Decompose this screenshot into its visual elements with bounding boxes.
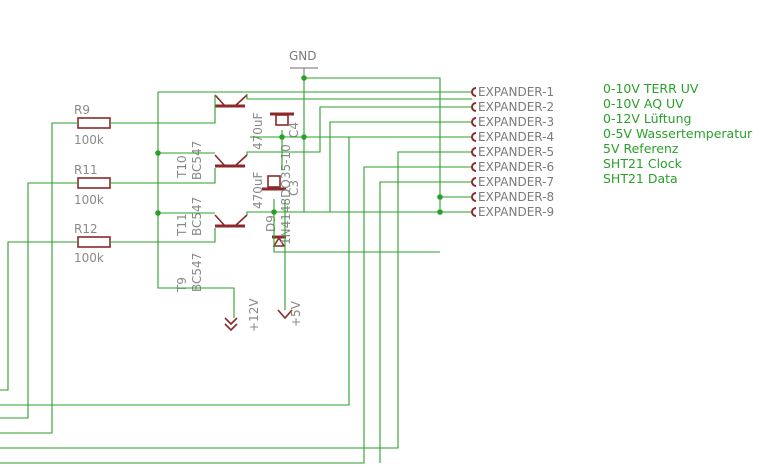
note-2: 0-10V AQ UV: [603, 96, 684, 111]
note-1: 0-10V TERR UV: [603, 81, 699, 96]
resistor-r11: [77, 177, 111, 189]
pin-label-2: EXPANDER-2: [478, 100, 554, 114]
pin-label-4: EXPANDER-4: [478, 130, 554, 144]
connector-pin-1: [471, 87, 477, 97]
supply-5v-symbol: [277, 309, 293, 320]
pin-label-8: EXPANDER-8: [478, 190, 554, 204]
r11-ref: R11: [74, 163, 98, 177]
t11-value: BC547: [190, 197, 204, 236]
resistor-r12: [77, 236, 111, 248]
r11-value: 100k: [74, 193, 104, 207]
d9-value: 1N4148DO35-10: [279, 144, 293, 245]
t10-ref: T10: [175, 155, 189, 179]
transistor-t10-body: [214, 154, 248, 168]
r12-value: 100k: [74, 251, 104, 265]
connector-pin-9: [471, 207, 477, 217]
connector-expander: [471, 87, 477, 217]
connector-pin-5: [471, 147, 477, 157]
supply-12v-symbol: [224, 317, 238, 332]
wires: [0, 77, 472, 464]
connector-pin-7: [471, 177, 477, 187]
d9-ref: D9: [264, 215, 278, 232]
capacitor-c3: [262, 175, 286, 191]
pin-label-9: EXPANDER-9: [478, 205, 554, 219]
connector-pin-8: [471, 192, 477, 202]
r9-ref: R9: [74, 103, 90, 117]
pin-label-3: EXPANDER-3: [478, 115, 554, 129]
t9-value: BC547: [190, 253, 204, 292]
junctions: [155, 75, 443, 216]
note-4: 0-5V Wassertemperatur: [603, 126, 753, 141]
pin-label-1: EXPANDER-1: [478, 85, 554, 99]
c4-value: 470uF: [251, 112, 265, 150]
t9-ref: T9: [175, 277, 189, 293]
ground-label: GND: [289, 49, 317, 63]
pin-label-7: EXPANDER-7: [478, 175, 554, 189]
supply-12v-label: +12V: [247, 298, 261, 332]
pin-label-6: EXPANDER-6: [478, 160, 554, 174]
transistor-t11-body: [214, 214, 248, 228]
transistor-t9-body: [214, 94, 248, 108]
supply-5v-label: +5V: [289, 300, 303, 327]
note-7: SHT21 Data: [603, 171, 678, 186]
r12-ref: R12: [74, 222, 98, 236]
pin-label-5: EXPANDER-5: [478, 145, 554, 159]
connector-pin-4: [471, 132, 477, 142]
connector-pin-2: [471, 102, 477, 112]
c3-value: 470uF: [251, 171, 265, 209]
c3-ref: C3: [287, 180, 301, 196]
connector-pin-6: [471, 162, 477, 172]
connector-pin-3: [471, 117, 477, 127]
capacitor-c4: [270, 112, 294, 126]
r9-value: 100k: [74, 133, 104, 147]
c4-ref: C4: [287, 122, 301, 138]
t10-value: BC547: [190, 141, 204, 180]
t11-ref: T11: [175, 213, 189, 237]
note-6: SHT21 Clock: [603, 156, 683, 171]
resistor-r9: [77, 117, 111, 129]
note-5: 5V Referenz: [603, 141, 679, 156]
note-3: 0-12V Lüftung: [603, 111, 691, 126]
